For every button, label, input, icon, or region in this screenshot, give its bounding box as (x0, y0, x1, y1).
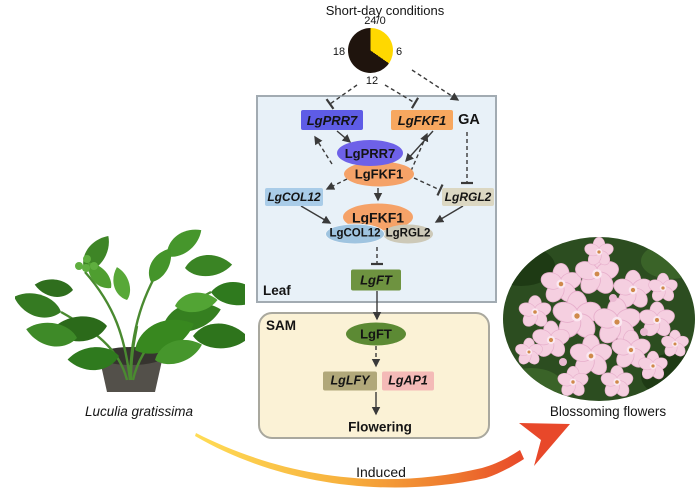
caption-luculia-gratissima: Luculia gratissima (84, 404, 194, 419)
sam-panel-label: SAM (266, 318, 296, 333)
caption-blossoming-flowers: Blossoming flowers (549, 404, 667, 419)
node-lgprr7-protein: LgPRR7 (337, 140, 403, 166)
plant-photo (15, 224, 245, 392)
flower-photo (503, 237, 695, 401)
photoperiod-clock-icon (348, 28, 393, 73)
figure-title: Short-day conditions (325, 3, 445, 18)
leaf-panel-label: Leaf (263, 283, 291, 298)
node-lgprr7-gene: LgPRR7 (301, 110, 363, 130)
clock-label-left: 18 (332, 46, 346, 58)
label-ga: GA (458, 111, 480, 128)
node-lgcol12-protein: LgCOL12 (325, 223, 385, 245)
node-lgrgl2-gene: LgRGL2 (442, 188, 494, 206)
node-lgft-protein: LgFT (346, 322, 406, 346)
node-lgft-gene: LgFT (351, 269, 401, 291)
clock-label-bottom: 12 (365, 75, 379, 87)
induced-label: Induced (356, 464, 406, 480)
clock-label-top: 24/0 (364, 15, 386, 27)
induced-arrowhead (519, 423, 570, 466)
node-lgfkf1-protein: LgFKF1 (344, 161, 414, 187)
node-lgap1-gene: LgAP1 (382, 371, 434, 391)
plant-buds (75, 255, 98, 272)
node-lgcol12-gene: LgCOL12 (265, 188, 323, 206)
node-lglfy-gene: LgLFY (323, 371, 377, 391)
flower-cluster (503, 237, 695, 401)
node-lgrgl2-protein: LgRGL2 (383, 224, 433, 244)
node-lgfkf1-gene: LgFKF1 (391, 110, 453, 130)
label-flowering: Flowering (348, 419, 412, 435)
clock-label-right: 6 (395, 46, 403, 58)
